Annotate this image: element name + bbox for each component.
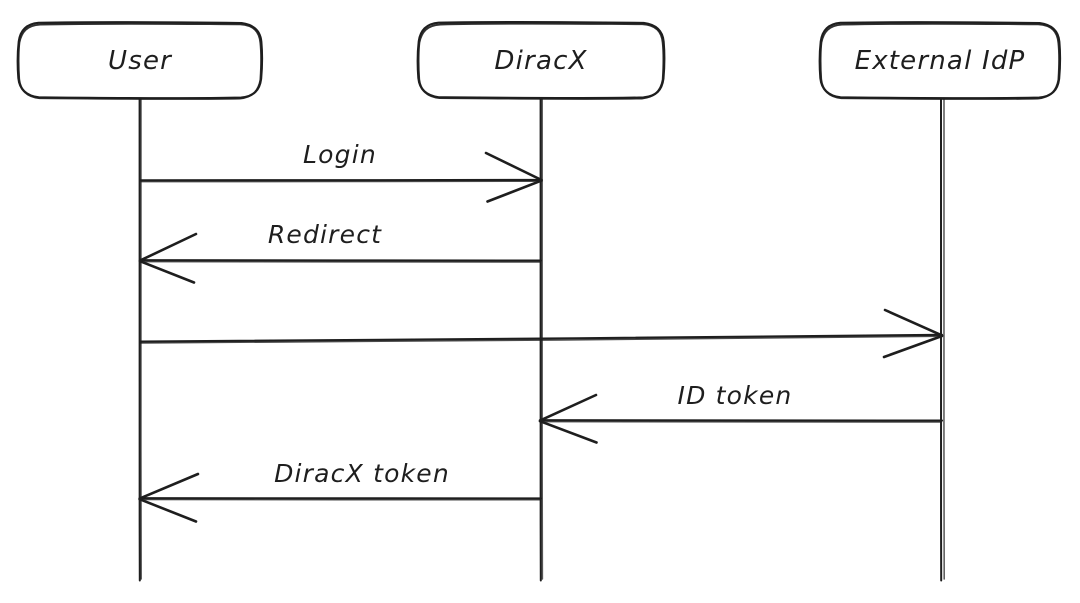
- message-authenticate-line: [138, 333, 944, 343]
- message-redirect-label: Redirect: [268, 220, 382, 249]
- actor-box-external-idp-outline-sketch2: [819, 22, 1061, 100]
- actor-label-external-idp: External IdP: [855, 46, 1026, 76]
- lifeline-user: [138, 97, 142, 582]
- actor-label-user: User: [108, 46, 173, 76]
- message-login-arrowhead: [484, 151, 543, 203]
- message-id-token[interactable]: ID token: [538, 381, 944, 444]
- message-login[interactable]: Login: [139, 140, 543, 203]
- message-id-token-arrowhead: [538, 393, 598, 444]
- message-authenticate-arrowhead: [882, 308, 944, 359]
- message-id-token-label: ID token: [678, 381, 793, 410]
- actor-box-user-outline-sketch2: [17, 22, 263, 100]
- actor-node-diracx[interactable]: DiracX: [416, 20, 666, 100]
- message-diracx-token[interactable]: DiracX token: [138, 459, 543, 523]
- message-authenticate[interactable]: [138, 308, 944, 359]
- actor-node-user[interactable]: User: [16, 21, 264, 100]
- message-diracx-token-arrowhead: [138, 472, 200, 523]
- message-login-label: Login: [303, 140, 377, 169]
- message-redirect[interactable]: Redirect: [138, 220, 543, 284]
- actor-box-diracx-outline-sketch2: [417, 22, 665, 100]
- lifeline-diracx: [539, 97, 544, 582]
- message-diracx-token-label: DiracX token: [274, 459, 450, 488]
- actor-label-diracx: DiracX: [494, 46, 587, 76]
- actor-node-external-idp[interactable]: External IdP: [818, 21, 1062, 100]
- message-authenticate-line-sketch2: [139, 335, 943, 344]
- lifeline-external-idp: [939, 97, 945, 582]
- message-redirect-arrowhead: [138, 232, 198, 284]
